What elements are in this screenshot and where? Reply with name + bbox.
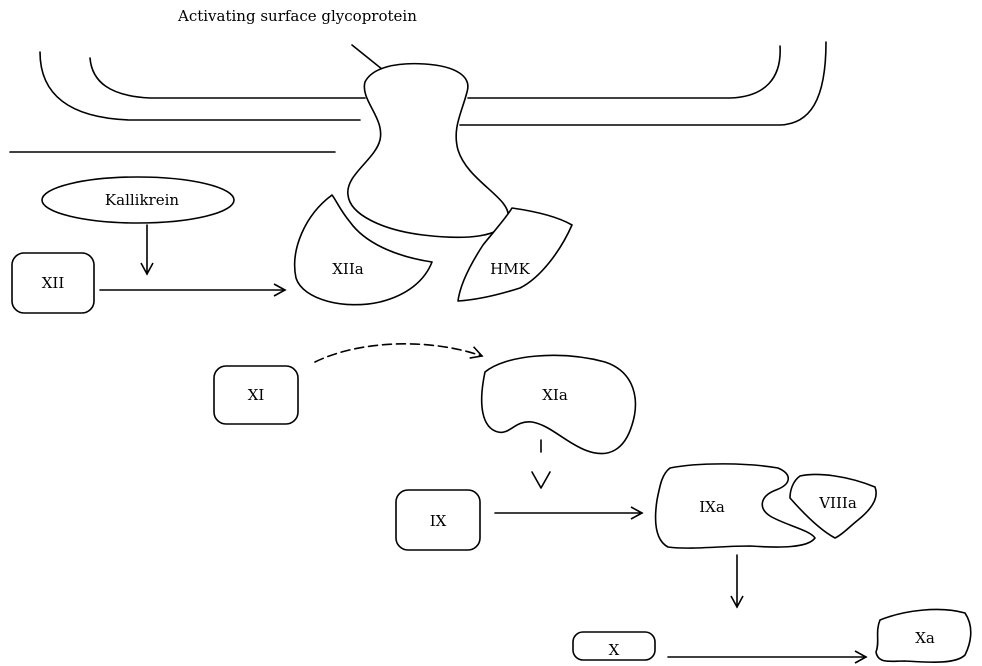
membrane-outer-right <box>459 41 827 126</box>
xi-label: XI <box>248 386 265 404</box>
x-box <box>572 631 656 661</box>
xi-to-xia-arrow <box>314 343 484 363</box>
membrane-inner-left <box>89 57 366 99</box>
kallikrein-shape <box>41 176 235 224</box>
xi-box <box>213 365 299 425</box>
diagram-title: Activating surface glycoprotein <box>177 7 417 25</box>
ixa-shape <box>654 463 816 549</box>
xii-box <box>11 252 95 314</box>
ix-box <box>395 489 481 551</box>
surface-glycoprotein <box>347 62 509 239</box>
x-label: X <box>609 641 620 659</box>
xa-label: Xa <box>915 629 935 647</box>
xa-shape <box>875 608 972 664</box>
kallikrein-label: Kallikrein <box>105 191 179 209</box>
xiia-label: XIIa <box>332 260 364 278</box>
ix-label: IX <box>430 512 447 530</box>
xia-arrowhead <box>531 471 551 489</box>
hmk-label: HMK <box>490 260 530 278</box>
membrane-outer-left <box>39 51 361 121</box>
xia-label: XIa <box>542 386 568 404</box>
viiia-shape <box>789 473 877 539</box>
ixa-label: IXa <box>699 498 725 516</box>
viiia-label: VIIIa <box>818 494 857 512</box>
membrane-inner-right <box>467 45 781 99</box>
xiia-shape <box>293 194 433 306</box>
xia-shape <box>480 354 637 455</box>
hmk-shape <box>457 207 573 302</box>
xii-label: XII <box>42 274 65 292</box>
